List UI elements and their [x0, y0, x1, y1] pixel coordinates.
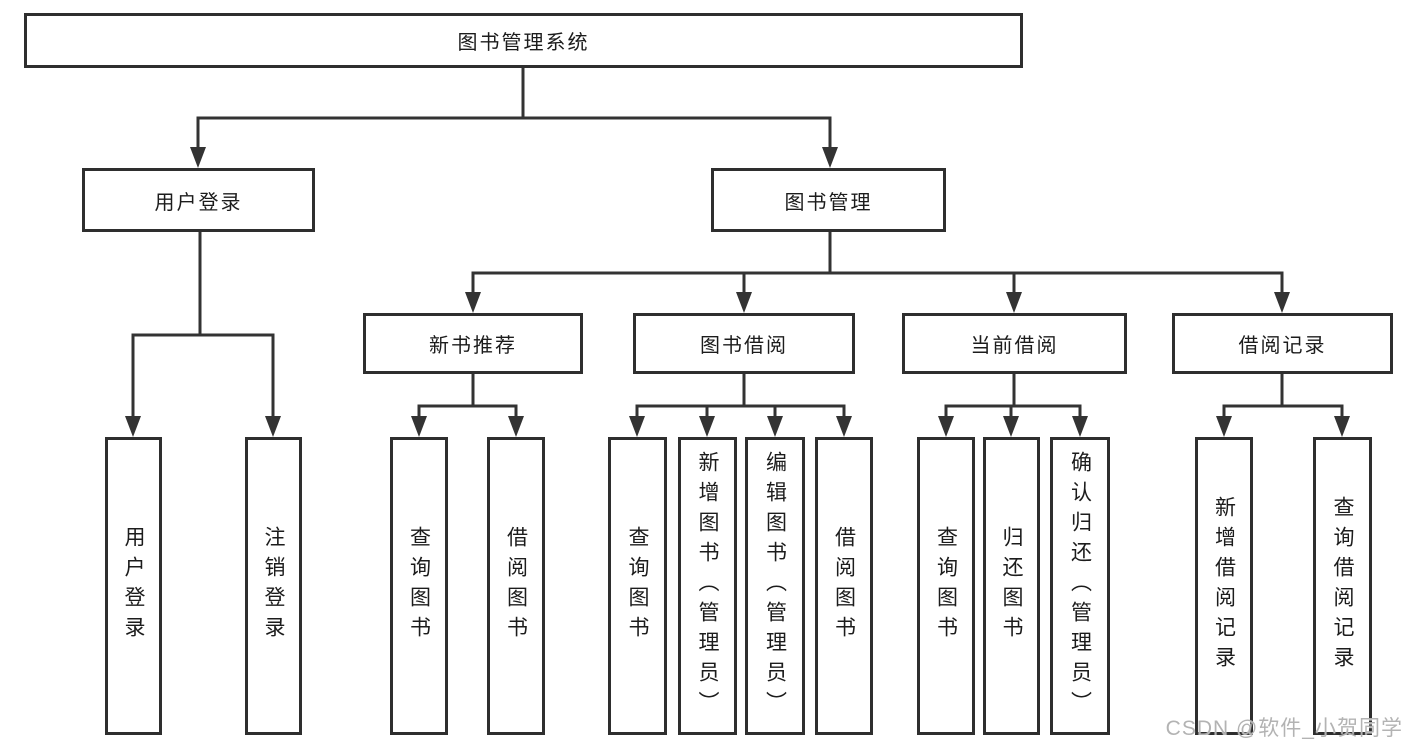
node-library-system: 图书管理系统 [24, 13, 1023, 68]
node-current-confirm-return-admin: 确认归还（管理员） [1050, 437, 1110, 735]
node-newrec-query-books: 查询图书 [390, 437, 448, 735]
node-borrow-borrow-books-label: 借阅图书 [832, 526, 856, 646]
csdn-watermark: CSDN @软件_小贺同学 [1165, 717, 1403, 740]
node-user-login: 用户登录 [82, 168, 315, 232]
node-current-query-books: 查询图书 [917, 437, 975, 735]
node-borrow-query-books: 查询图书 [608, 437, 667, 735]
node-borrow-borrow-books: 借阅图书 [815, 437, 873, 735]
node-records-query-record: 查询借阅记录 [1313, 437, 1372, 735]
node-records-add-record-label: 新增借阅记录 [1212, 496, 1236, 676]
node-book-management-label: 图书管理 [784, 191, 873, 214]
node-records-add-record: 新增借阅记录 [1195, 437, 1253, 735]
node-newrec-query-books-label: 查询图书 [407, 526, 431, 646]
node-borrow-records-label: 借阅记录 [1238, 335, 1327, 357]
node-library-system-label: 图书管理系统 [457, 32, 590, 54]
node-book-borrow-label: 图书借阅 [700, 335, 788, 357]
node-borrow-add-books-admin-label: 新增图书（管理员） [696, 451, 719, 721]
node-borrow-add-books-admin: 新增图书（管理员） [678, 437, 737, 735]
node-current-borrow: 当前借阅 [902, 313, 1127, 374]
node-current-confirm-return-admin-label: 确认归还（管理员） [1068, 451, 1092, 721]
node-user-login-action-label: 用户登录 [122, 526, 145, 646]
node-current-return-books: 归还图书 [983, 437, 1040, 735]
node-new-book-recommend: 新书推荐 [363, 313, 583, 374]
node-borrow-records: 借阅记录 [1172, 313, 1393, 374]
node-user-login-action: 用户登录 [105, 437, 162, 735]
node-borrow-query-books-label: 查询图书 [626, 526, 649, 646]
node-book-management: 图书管理 [711, 168, 946, 232]
node-records-query-record-label: 查询借阅记录 [1331, 496, 1354, 676]
node-borrow-edit-books-admin-label: 编辑图书（管理员） [763, 451, 787, 721]
node-book-borrow: 图书借阅 [633, 313, 855, 374]
node-current-return-books-label: 归还图书 [1000, 526, 1023, 646]
node-logout-action-label: 注销登录 [262, 526, 285, 646]
node-user-login-label: 用户登录 [154, 191, 243, 214]
node-logout-action: 注销登录 [245, 437, 302, 735]
node-newrec-borrow-books-label: 借阅图书 [504, 526, 528, 646]
node-current-query-books-label: 查询图书 [934, 526, 958, 646]
node-new-book-recommend-label: 新书推荐 [429, 335, 517, 357]
node-newrec-borrow-books: 借阅图书 [487, 437, 545, 735]
node-current-borrow-label: 当前借阅 [970, 335, 1059, 357]
node-borrow-edit-books-admin: 编辑图书（管理员） [745, 437, 805, 735]
